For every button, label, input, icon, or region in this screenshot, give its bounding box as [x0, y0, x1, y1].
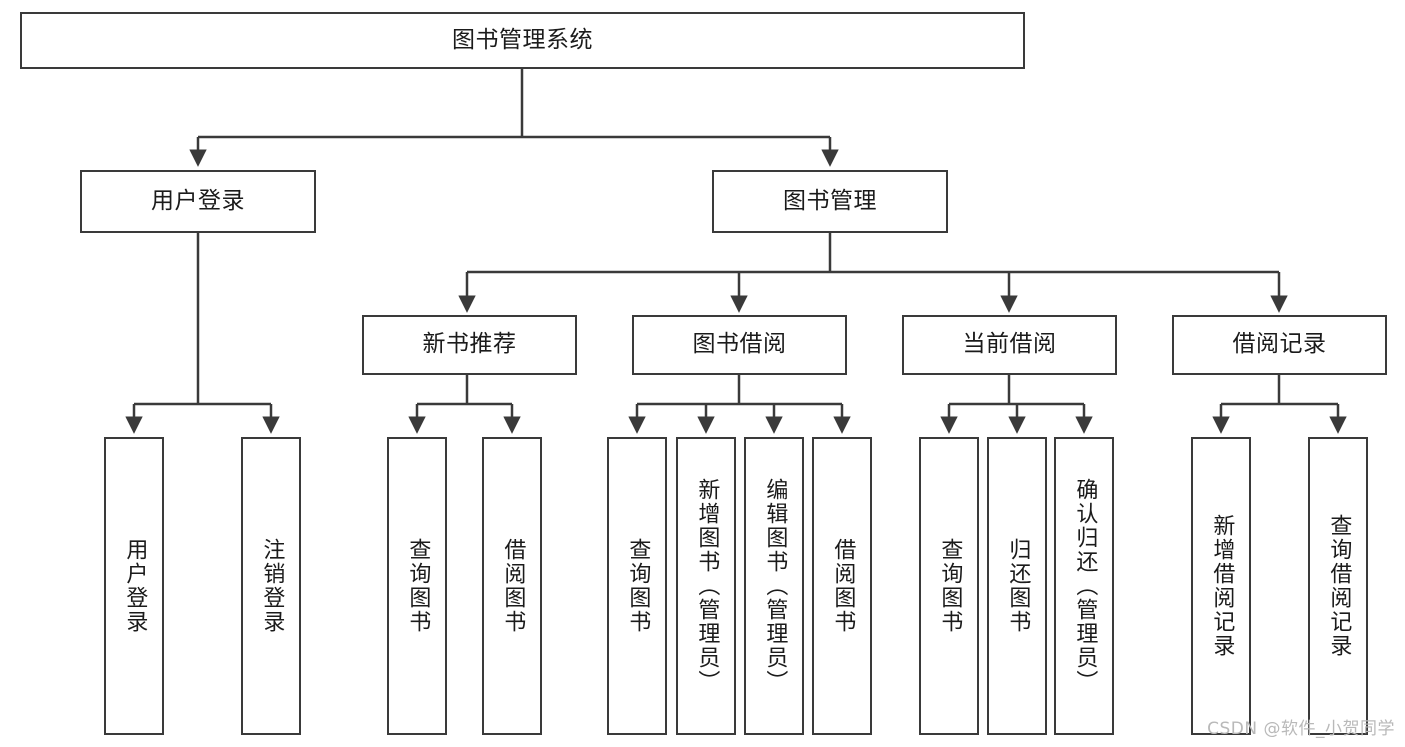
node-leaf-edit-book-label: 编辑图书（管理员） — [762, 478, 788, 694]
node-leaf-query-book-2-label: 查询图书 — [625, 538, 651, 634]
node-leaf-add-book[interactable]: 新增图书（管理员） — [676, 437, 736, 735]
csdn-watermark: CSDN @软件_小贺同学 — [1207, 719, 1395, 739]
node-leaf-add-record-label: 新增借阅记录 — [1209, 514, 1235, 658]
node-current-borrow-label: 当前借阅 — [962, 331, 1057, 358]
node-leaf-user-logout[interactable]: 注销登录 — [241, 437, 301, 735]
node-root[interactable]: 图书管理系统 — [20, 12, 1025, 69]
node-book-borrow-label: 图书借阅 — [692, 331, 787, 358]
node-book-borrow[interactable]: 图书借阅 — [632, 315, 847, 375]
node-leaf-query-book-3-label: 查询图书 — [937, 538, 963, 634]
node-leaf-query-book-2[interactable]: 查询图书 — [607, 437, 667, 735]
node-leaf-borrow-book-2-label: 借阅图书 — [830, 538, 856, 634]
node-borrow-record[interactable]: 借阅记录 — [1172, 315, 1387, 375]
node-user-login-label: 用户登录 — [151, 187, 245, 214]
node-book-manage-label: 图书管理 — [783, 187, 877, 214]
node-leaf-user-logout-label: 注销登录 — [259, 538, 285, 634]
node-leaf-return-book[interactable]: 归还图书 — [987, 437, 1047, 735]
node-leaf-query-book-1[interactable]: 查询图书 — [387, 437, 447, 735]
node-book-manage[interactable]: 图书管理 — [712, 170, 948, 233]
node-root-label: 图书管理系统 — [452, 26, 593, 53]
node-leaf-user-login[interactable]: 用户登录 — [104, 437, 164, 735]
node-leaf-confirm-return-label: 确认归还（管理员） — [1072, 478, 1098, 694]
node-leaf-query-record-label: 查询借阅记录 — [1326, 514, 1352, 658]
node-leaf-confirm-return[interactable]: 确认归还（管理员） — [1054, 437, 1114, 735]
node-leaf-borrow-book-1[interactable]: 借阅图书 — [482, 437, 542, 735]
node-user-login[interactable]: 用户登录 — [80, 170, 316, 233]
node-leaf-query-record[interactable]: 查询借阅记录 — [1308, 437, 1368, 735]
node-leaf-query-book-1-label: 查询图书 — [405, 538, 431, 634]
node-leaf-return-book-label: 归还图书 — [1005, 538, 1031, 634]
node-leaf-user-login-label: 用户登录 — [122, 538, 148, 634]
node-leaf-add-record[interactable]: 新增借阅记录 — [1191, 437, 1251, 735]
node-new-book-recommend[interactable]: 新书推荐 — [362, 315, 577, 375]
node-borrow-record-label: 借阅记录 — [1232, 331, 1327, 358]
node-leaf-borrow-book-1-label: 借阅图书 — [500, 538, 526, 634]
node-leaf-query-book-3[interactable]: 查询图书 — [919, 437, 979, 735]
node-new-book-recommend-label: 新书推荐 — [422, 331, 517, 358]
node-leaf-borrow-book-2[interactable]: 借阅图书 — [812, 437, 872, 735]
node-leaf-add-book-label: 新增图书（管理员） — [694, 478, 720, 694]
node-current-borrow[interactable]: 当前借阅 — [902, 315, 1117, 375]
node-leaf-edit-book[interactable]: 编辑图书（管理员） — [744, 437, 804, 735]
